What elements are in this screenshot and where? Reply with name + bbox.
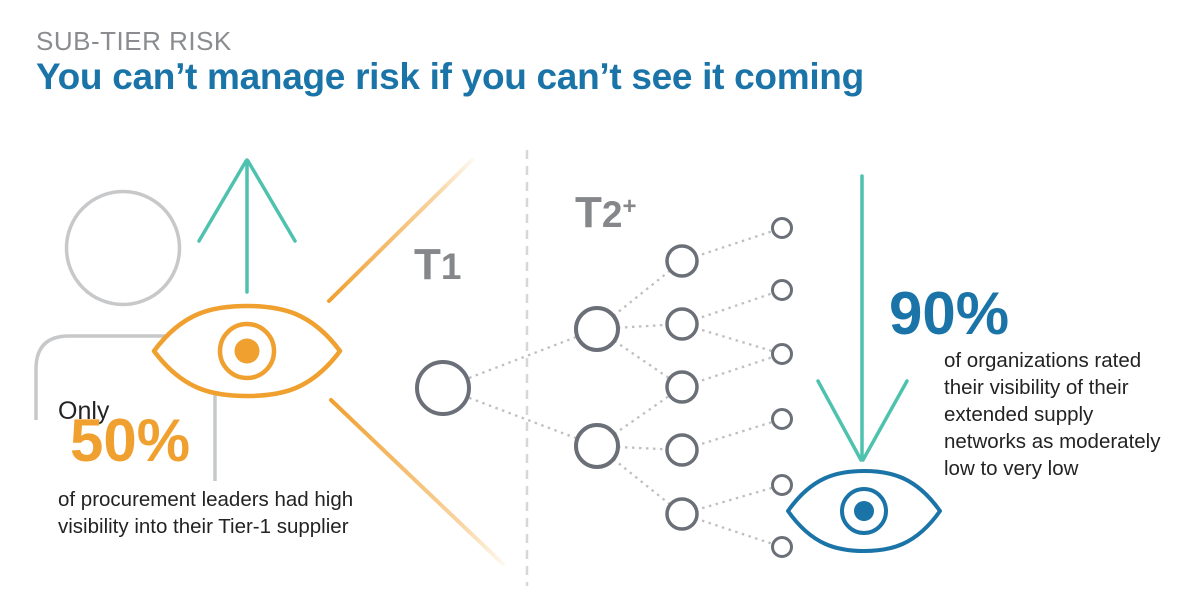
up-arrow-icon (197, 158, 297, 294)
kicker: SUB-TIER RISK (36, 26, 232, 56)
eye-pupil (234, 338, 260, 364)
tier4-node (771, 279, 793, 301)
tier4-node (771, 217, 793, 239)
tier3-node (665, 370, 699, 404)
eye-iris (840, 487, 888, 535)
tier2-label-digit: 2 (601, 194, 623, 235)
tier1-label: T1 (414, 243, 461, 287)
eye-iris (217, 321, 277, 381)
tier4-node (771, 408, 793, 430)
supply-network-nodes (415, 217, 793, 558)
supply-network-links (442, 226, 783, 549)
tier2-label-plus: + (622, 193, 637, 220)
sightline-upper (327, 158, 474, 303)
left-stat-description: of procurement leaders had high visibili… (58, 488, 354, 538)
person-head (64, 189, 182, 307)
tier1-label-digit: 1 (440, 246, 462, 287)
tier3-node (665, 497, 699, 531)
tier3-node (665, 244, 699, 278)
tier4-node (771, 474, 793, 496)
visibility-eye-orange-icon (151, 303, 343, 399)
tier2-node (574, 423, 620, 469)
visibility-eye-blue-icon (786, 469, 942, 553)
tier4-node (771, 536, 793, 558)
tier4-node (771, 343, 793, 365)
left-stat-value: 50% (70, 407, 191, 474)
eye-pupil (854, 501, 874, 521)
tier2-node (574, 306, 620, 352)
page-title: You can’t manage risk if you can’t see i… (36, 56, 864, 97)
tier2-plus-label: T2+ (575, 191, 636, 235)
tier3-node (665, 307, 699, 341)
tier1-label-letter: T (414, 240, 441, 289)
left-stat-prefix: Only (58, 397, 110, 425)
right-stat-description: of organizations rated their visibility … (944, 349, 1161, 480)
right-stat-value: 90% (889, 280, 1010, 347)
tier1-node (415, 360, 471, 416)
tier3-node (665, 433, 699, 467)
down-arrow-icon (816, 174, 909, 462)
sightline-lower (329, 398, 505, 566)
tier2-label-letter: T (575, 188, 602, 237)
